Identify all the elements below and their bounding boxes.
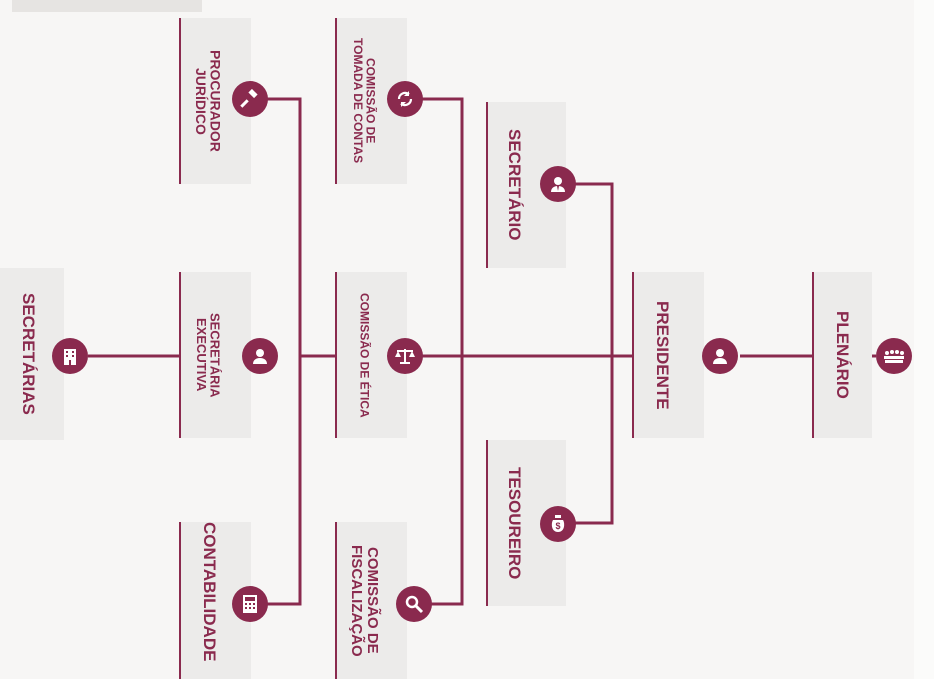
node-plenario bbox=[812, 272, 872, 438]
procurador-label: PROCURADOR JURÍDICO bbox=[193, 50, 224, 152]
person-icon bbox=[242, 338, 278, 374]
node-comissao-fiscalizacao bbox=[335, 522, 407, 679]
contabilidade-label: CONTABILIDADE bbox=[199, 522, 219, 662]
plenario-label: PLENÁRIO bbox=[833, 311, 852, 399]
paper-edge bbox=[12, 0, 202, 12]
line-staff bbox=[262, 97, 302, 606]
node-secretaria-exec bbox=[179, 272, 251, 438]
line-secretario-tesoureiro bbox=[571, 182, 614, 525]
person-tie-icon bbox=[540, 166, 576, 202]
gavel-icon bbox=[232, 81, 268, 117]
person-icon bbox=[702, 338, 738, 374]
comissao-tomada-label: COMISSÃO DE TOMADA DE CONTAS bbox=[351, 38, 378, 164]
magnifier-icon bbox=[396, 586, 432, 622]
scales-icon bbox=[387, 338, 423, 374]
comissao-etica-label: COMISSÃO DE ÉTICA bbox=[357, 292, 372, 418]
calculator-icon bbox=[232, 586, 268, 622]
tesoureiro-label: TESOUREIRO bbox=[504, 466, 524, 580]
secretaria-exec-label: SECRETÁRIA EXECUTIVA bbox=[194, 312, 223, 398]
svg-text:$: $ bbox=[555, 521, 560, 531]
building-icon bbox=[52, 338, 88, 374]
presidente-label: PRESIDENTE bbox=[652, 300, 672, 410]
assembly-icon bbox=[876, 338, 912, 374]
line-comissoes bbox=[421, 97, 464, 606]
comissao-fiscalizacao-label: COMISSÃO DE FISCALIZAÇÃO bbox=[348, 544, 381, 657]
node-presidente bbox=[632, 272, 704, 438]
paper-margin bbox=[914, 0, 934, 679]
money-bag-icon: $ bbox=[540, 506, 576, 542]
refresh-icon bbox=[387, 81, 423, 117]
secretarias-label: SECRETÁRIAS bbox=[18, 293, 38, 415]
secretario-label: SECRETÁRIO bbox=[504, 129, 524, 241]
